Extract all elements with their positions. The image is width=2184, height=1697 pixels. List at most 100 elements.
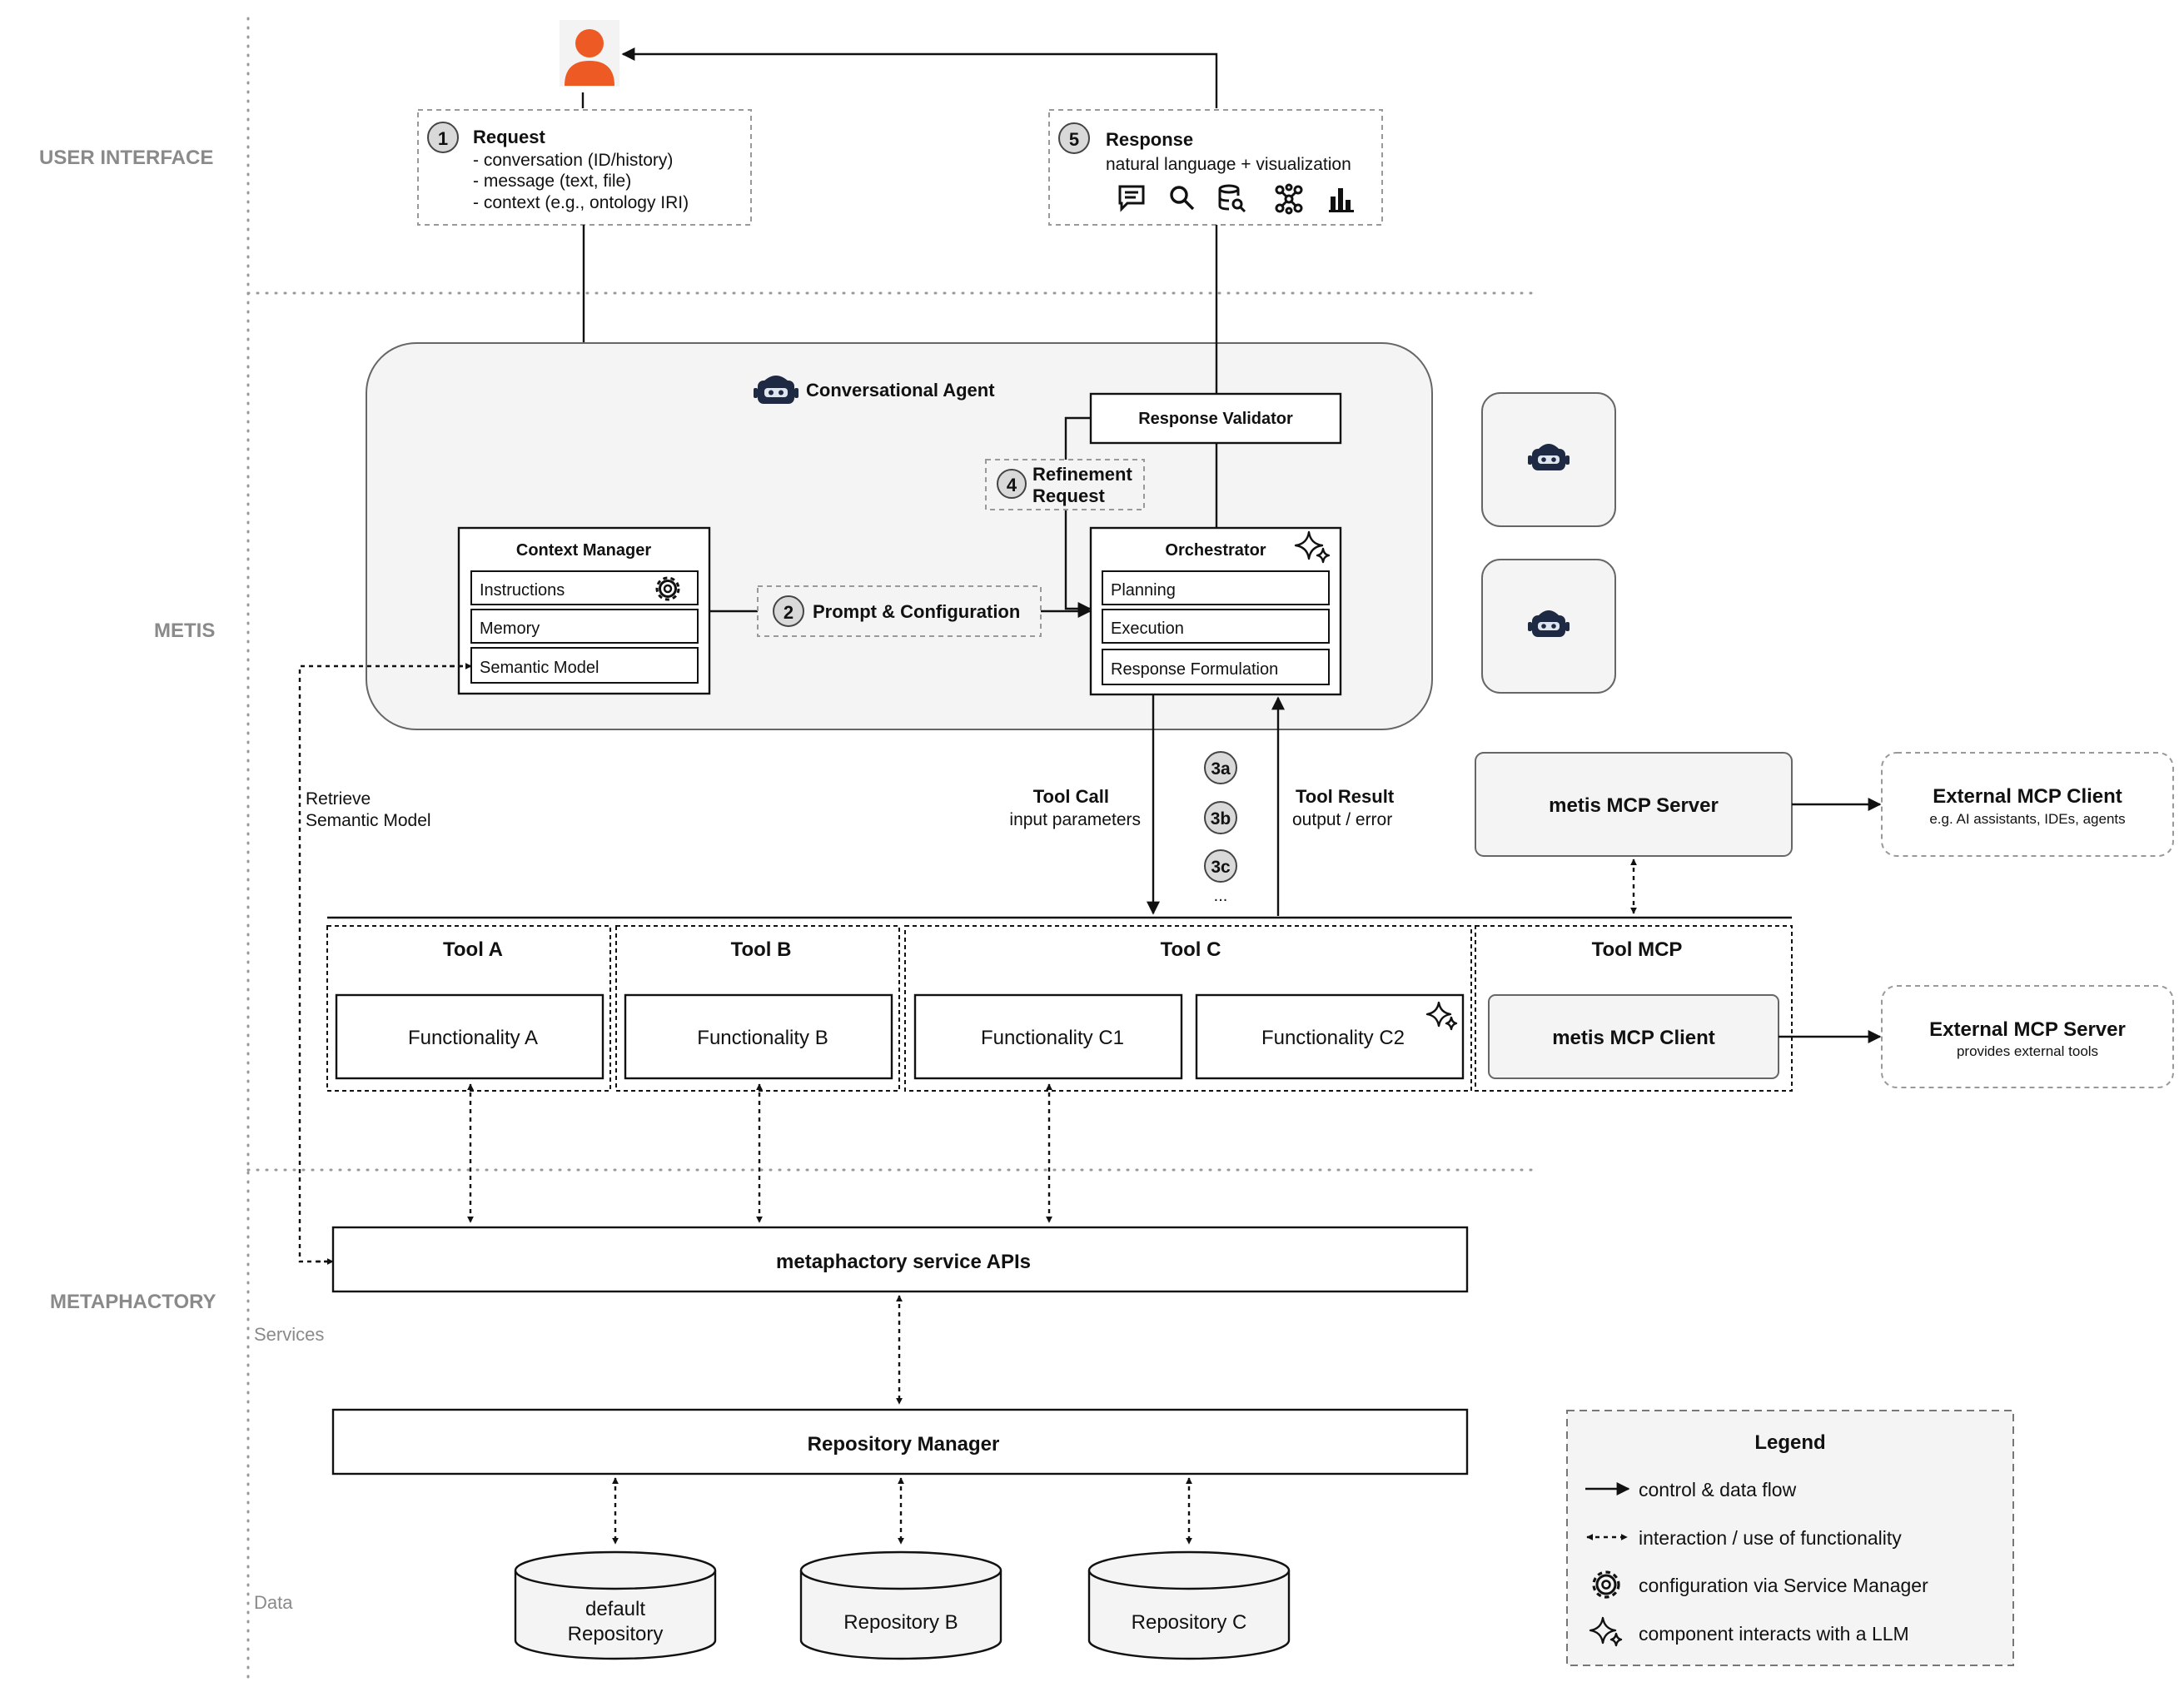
functionality-c1: Functionality C1 — [981, 1027, 1124, 1049]
retrieve-label-line1: Retrieve — [306, 789, 371, 809]
orchestrator-item-response-formulation: Response Formulation — [1111, 660, 1278, 679]
context-item-memory: Memory — [480, 620, 540, 638]
user-icon — [560, 20, 619, 87]
repository-b-label: Repository B — [843, 1611, 958, 1634]
tool-call-title: Tool Call — [1033, 786, 1109, 807]
response-subtitle: natural language + visualization — [1106, 155, 1351, 174]
step-badge-3c: 3c — [1211, 858, 1231, 877]
lane-label-metis: METIS — [154, 620, 215, 642]
sub-lane-services: Services — [254, 1324, 324, 1345]
metis-mcp-server: metis MCP Server — [1475, 752, 1793, 857]
legend-item-configuration: configuration via Service Manager — [1639, 1575, 1928, 1596]
repository-default-line2: Repository — [568, 1623, 664, 1645]
orchestrator-item-execution: Execution — [1111, 620, 1184, 638]
step-badges-3: 3a 3b 3c ... — [1204, 751, 1237, 905]
metaphactory-service-apis: metaphactory service APIs — [331, 1226, 1469, 1293]
legend-title: Legend — [1754, 1431, 1825, 1454]
lane-label-metaphactory: METAPHACTORY — [50, 1291, 216, 1313]
refinement-label-line1: Refinement — [1032, 464, 1132, 485]
tool-a: Tool A Functionality A — [326, 925, 611, 1092]
legend-item-llm: component interacts with a LLM — [1639, 1623, 1909, 1645]
external-mcp-client-title: External MCP Client — [1933, 785, 2122, 808]
repository-default-line1: default — [585, 1598, 645, 1620]
orchestrator-title: Orchestrator — [1165, 541, 1266, 560]
step-badge-5: 5 — [1069, 129, 1079, 150]
step-badge-2: 2 — [784, 602, 794, 623]
external-mcp-server-sub: provides external tools — [1957, 1043, 2098, 1059]
tool-c: Tool C Functionality C1 Functionality C2 — [904, 925, 1472, 1092]
repository-default: default Repository — [514, 1550, 717, 1660]
sparkle-icon — [1294, 530, 1331, 564]
external-mcp-server: External MCP Server provides external to… — [1881, 985, 2174, 1088]
tool-b-title: Tool B — [731, 938, 792, 961]
sparkle-icon — [1425, 1001, 1458, 1031]
step-ellipsis: ... — [1214, 887, 1228, 905]
response-box: 5 Response natural language + visualizat… — [1048, 109, 1383, 226]
context-item-semantic-model: Semantic Model — [480, 659, 599, 677]
tool-mcp-title: Tool MCP — [1592, 938, 1683, 961]
step-badge-4: 4 — [1007, 475, 1017, 495]
step-badge-3a: 3a — [1211, 759, 1231, 779]
refinement-label-line2: Request — [1032, 485, 1105, 506]
repository-c: Repository C — [1087, 1550, 1291, 1660]
request-title: Request — [473, 127, 545, 147]
tool-c-title: Tool C — [1161, 938, 1221, 961]
legend-item-interaction: interaction / use of functionality — [1639, 1527, 1902, 1549]
response-validator: Response Validator — [1089, 392, 1342, 445]
step-badge-3b: 3b — [1211, 809, 1231, 829]
repository-c-label: Repository C — [1132, 1611, 1247, 1634]
response-title: Response — [1106, 129, 1193, 150]
robot-icon — [1528, 444, 1570, 470]
external-mcp-client: External MCP Client e.g. AI assistants, … — [1881, 752, 2174, 857]
orchestrator-item-planning: Planning — [1111, 581, 1176, 600]
metis-mcp-server-label: metis MCP Server — [1549, 794, 1719, 817]
sub-lane-data: Data — [254, 1592, 293, 1613]
gear-icon — [655, 576, 680, 601]
functionality-c2: Functionality C2 — [1261, 1027, 1405, 1049]
request-line-conversation: - conversation (ID/history) — [473, 151, 673, 170]
response-validator-label: Response Validator — [1138, 410, 1293, 428]
step-badge-1: 1 — [438, 128, 448, 149]
robot-icon — [1528, 610, 1570, 637]
lane-label-user-interface: USER INTERFACE — [39, 147, 213, 169]
bar-chart-icon — [1329, 188, 1354, 212]
conversational-agent-title: Conversational Agent — [806, 380, 995, 401]
search-icon — [1170, 186, 1195, 211]
external-mcp-server-title: External MCP Server — [1929, 1018, 2126, 1041]
request-line-message: - message (text, file) — [473, 172, 631, 191]
repository-b: Repository B — [799, 1550, 1002, 1660]
context-manager-title: Context Manager — [516, 541, 651, 560]
request-line-context: - context (e.g., ontology IRI) — [473, 193, 689, 212]
robot-icon — [754, 376, 798, 404]
tool-a-title: Tool A — [443, 938, 503, 961]
refinement-request-box: 4 Refinement Request — [985, 459, 1145, 510]
tool-b: Tool B Functionality B — [615, 925, 900, 1092]
metis-mcp-client-label: metis MCP Client — [1552, 1027, 1715, 1049]
retrieve-label-line2: Semantic Model — [306, 811, 431, 830]
context-manager: Context Manager Instructions Memory Sema… — [457, 526, 711, 695]
legend: Legend control & data flow interaction /… — [1566, 1410, 2014, 1666]
gear-icon — [1592, 1570, 1620, 1599]
graph-icon — [1275, 183, 1303, 215]
external-agent-2 — [1481, 559, 1616, 694]
external-agent-1 — [1481, 392, 1616, 527]
prompt-configuration-box: 2 Prompt & Configuration — [757, 585, 1042, 637]
sparkle-icon — [1589, 1616, 1623, 1647]
service-apis-label: metaphactory service APIs — [776, 1251, 1031, 1273]
lane-separators — [246, 17, 1534, 1680]
tool-result-sub: output / error — [1292, 810, 1392, 829]
repository-manager-label: Repository Manager — [808, 1433, 1000, 1456]
tool-mcp: Tool MCP metis MCP Client — [1475, 925, 1793, 1092]
tool-result-title: Tool Result — [1296, 786, 1395, 807]
context-item-instructions: Instructions — [480, 581, 565, 600]
chat-icon — [1118, 185, 1145, 212]
request-box: 1 Request - conversation (ID/history) - … — [417, 109, 752, 226]
legend-item-control-flow: control & data flow — [1639, 1479, 1797, 1500]
tool-call-sub: input parameters — [1009, 810, 1141, 829]
prompt-configuration-label: Prompt & Configuration — [813, 601, 1020, 622]
orchestrator: Orchestrator Planning Execution Response… — [1089, 526, 1342, 696]
external-mcp-client-sub: e.g. AI assistants, IDEs, agents — [1929, 811, 2125, 827]
database-search-icon — [1218, 184, 1246, 213]
functionality-b: Functionality B — [697, 1027, 828, 1049]
